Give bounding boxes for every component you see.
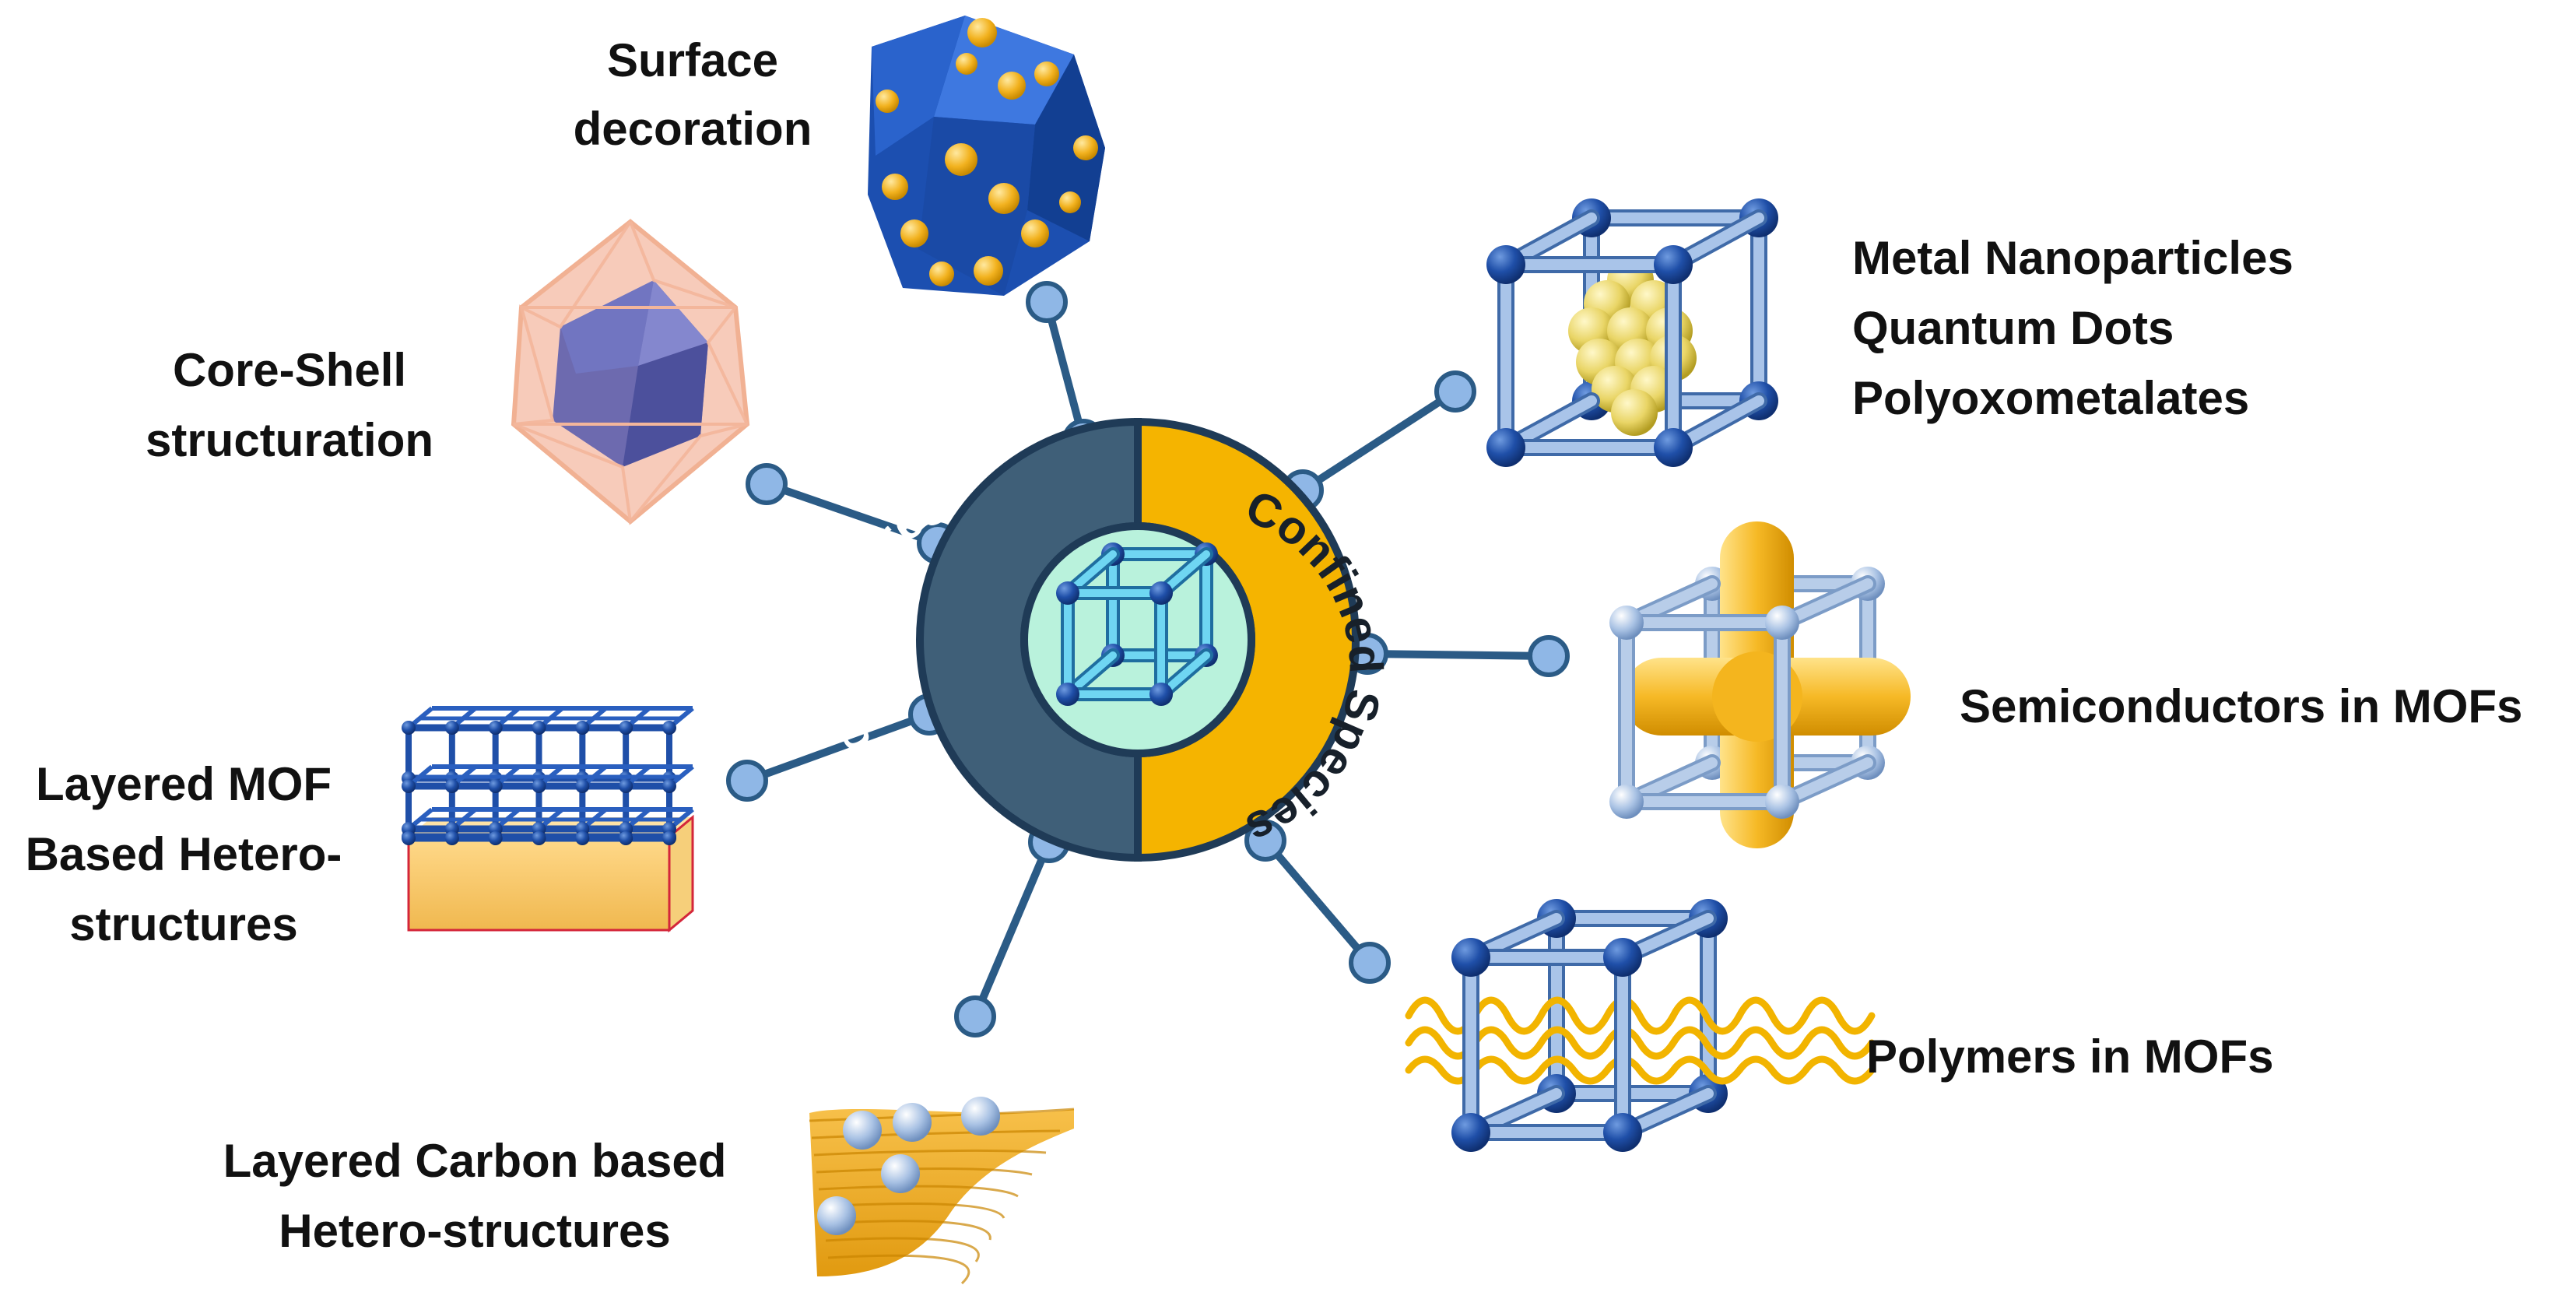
semiconductor-cube-icon [1609, 521, 1911, 848]
connector-node [1434, 370, 1476, 413]
label-line: Semiconductors in MOFs [1960, 680, 2522, 732]
label-line: Core-Shell [173, 344, 406, 396]
label-line: Surface [607, 34, 778, 86]
connector-node [746, 463, 788, 505]
label-line: structuration [146, 414, 433, 466]
connector-node [726, 760, 768, 802]
label-line: Polymers in MOFs [1866, 1030, 2273, 1083]
connector-line [1043, 298, 1087, 444]
label-line: Quantum Dots [1852, 302, 2174, 354]
surface-decoration-label: Surface decoration [574, 34, 812, 155]
connector-node [954, 995, 996, 1037]
label-line: structures [69, 898, 297, 950]
layered-carbon-label: Layered Carbon based Hetero-structures [223, 1135, 727, 1257]
semiconductors-label: Semiconductors in MOFs [1960, 680, 2522, 732]
connector-line [763, 480, 942, 547]
label-line: Polyoxometalates [1852, 372, 2249, 424]
connector-line [1299, 388, 1459, 494]
layered-mof-icon [402, 706, 694, 933]
label-line: Layered Carbon based [223, 1135, 727, 1187]
surface-decoration-crystal-icon [868, 16, 1105, 296]
connector-line [1262, 837, 1374, 967]
layered-carbon-icon [809, 1097, 1075, 1285]
connector-node [1528, 635, 1570, 677]
connector-line [1363, 650, 1553, 660]
connector-node [1349, 942, 1391, 984]
connector-line [743, 711, 933, 785]
connector-node [1244, 820, 1286, 862]
metal-nanoparticles-label: Metal Nanoparticles Quantum Dots Polyoxo… [1852, 232, 2293, 424]
label-line: Layered MOF [36, 758, 332, 810]
hub-ring: Hetero-structures Confined Species [808, 417, 1392, 862]
label-line: Based Hetero- [26, 828, 342, 880]
connector-line [971, 838, 1053, 1020]
label-line: decoration [574, 103, 812, 155]
label-line: Hetero-structures [279, 1205, 670, 1257]
label-line: Metal Nanoparticles [1852, 232, 2293, 284]
core-shell-icon [511, 219, 750, 525]
polymer-cube-icon [1405, 899, 1876, 1152]
metal-nanoparticle-cube-icon [1486, 198, 1778, 467]
core-shell-label: Core-Shell structuration [146, 344, 433, 466]
central-mof-cube-icon [1056, 542, 1218, 706]
connector-node [1026, 281, 1068, 323]
polymers-label: Polymers in MOFs [1866, 1030, 2273, 1083]
layered-mof-label: Layered MOF Based Hetero- structures [26, 758, 342, 950]
